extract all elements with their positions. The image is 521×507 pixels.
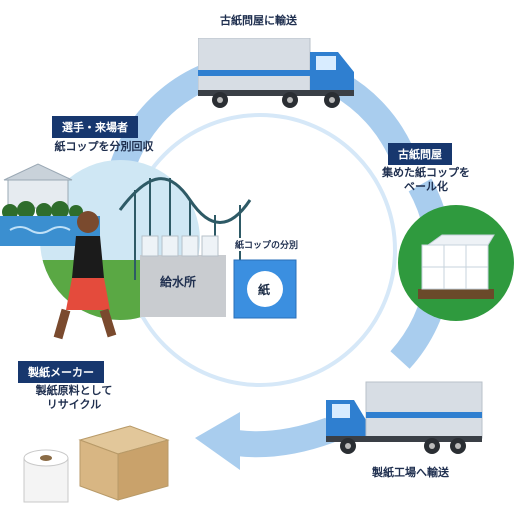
paper-maker-desc-2: リサイクル [46,398,102,411]
recycle-bin-symbol: 紙 [258,283,271,297]
bottom-transport-label: 製紙工場へ輸送 [372,466,449,479]
truck-bottom [326,378,486,454]
truck-icon [326,381,483,454]
truck-icon [198,38,354,108]
participants-badge: 選手・来場者 [52,116,138,138]
wholesaler-desc-1: 集めた紙コップを [382,166,470,179]
cup-sorting-label: 紙コップの分別 [233,238,301,251]
participants-desc: 紙コップを分別回収 [54,140,154,153]
truck-top [198,38,360,110]
arrowhead-icon [195,412,240,470]
bale-scene [398,205,514,321]
wholesaler-badge: 古紙問屋 [388,143,452,165]
water-station-label: 給水所 [160,275,197,289]
paper-maker-desc-1: 製紙原料として [35,384,113,397]
event-scene [0,160,297,340]
wholesaler-desc-2: ベール化 [404,180,448,193]
products-scene [23,425,170,503]
top-transport-label: 古紙問屋に輸送 [220,14,297,27]
paper-maker-badge: 製紙メーカー [18,361,104,383]
